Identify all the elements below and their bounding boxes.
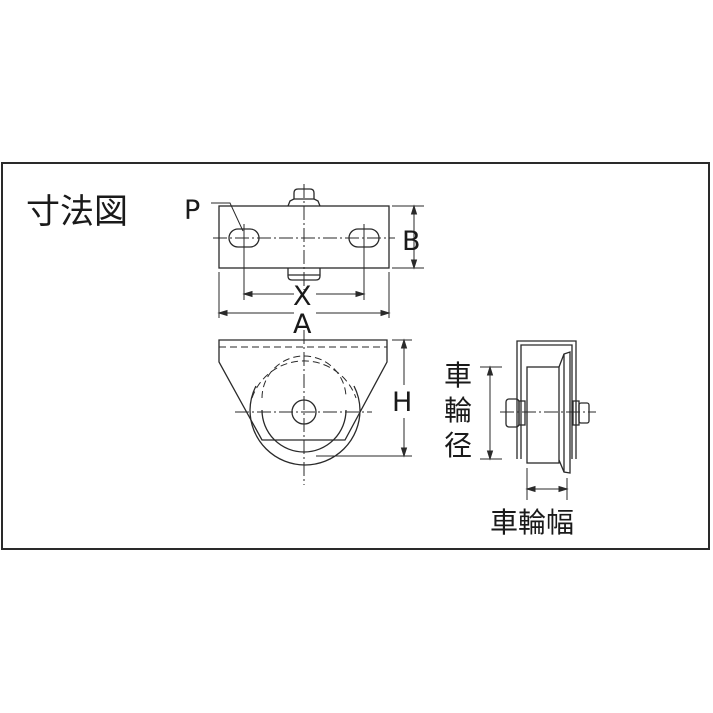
dimension-h: [316, 338, 412, 458]
label-a: A: [293, 309, 312, 340]
label-p: P: [184, 195, 200, 226]
dimension-wheel-width: [525, 468, 569, 500]
label-wheel-width: 車輪幅: [490, 506, 574, 539]
front-view-caster: [218, 330, 388, 485]
dimension-b: [392, 204, 424, 270]
label-x: X: [293, 281, 312, 312]
label-b: B: [402, 226, 421, 257]
label-h: H: [392, 387, 412, 418]
drawing-frame: [1, 162, 710, 550]
label-wheel-diameter-3: 径: [444, 429, 472, 462]
label-wheel-diameter-2: 輪: [444, 394, 472, 427]
dimension-x: [242, 290, 366, 298]
dimension-a: [217, 272, 391, 318]
dimension-wheel-diameter: [480, 365, 502, 461]
label-wheel-diameter-1: 車: [444, 359, 472, 392]
drawing-title: 寸法図: [26, 192, 128, 232]
top-view-plate: [213, 184, 395, 300]
side-view-caster: [500, 340, 596, 474]
